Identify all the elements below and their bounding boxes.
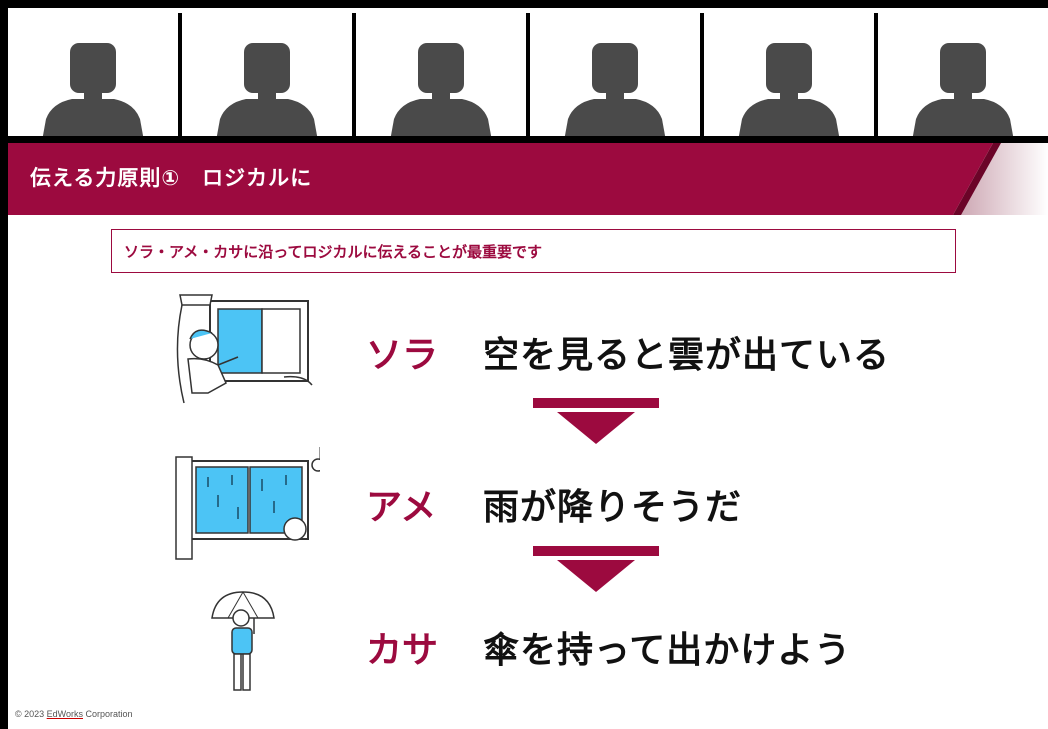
person-silhouette-icon <box>738 43 840 141</box>
copyright-brand: EdWorks <box>46 709 83 719</box>
step-label-ame: アメ <box>366 487 437 528</box>
person-silhouette-icon <box>216 43 318 141</box>
person-silhouette-icon <box>912 43 1014 141</box>
step-text-sora: 空を見ると雲が出ている <box>483 335 891 376</box>
step-label-kasa: カサ <box>366 630 439 671</box>
copyright-footer: © 2023 EdWorks Corporation <box>15 709 133 719</box>
participant-tile[interactable] <box>704 13 874 141</box>
down-arrow-icon <box>533 398 659 444</box>
participant-tile[interactable] <box>530 13 700 141</box>
rainy-window-icon <box>175 447 320 560</box>
step-label-sora: ソラ <box>366 335 439 376</box>
copyright-suffix: Corporation <box>83 709 133 719</box>
person-silhouette-icon <box>564 43 666 141</box>
participant-tile[interactable] <box>182 13 352 141</box>
title-band-shape <box>8 143 1048 215</box>
participant-tile[interactable] <box>356 13 526 141</box>
step-text-kasa: 傘を持って出かけよう <box>483 630 852 671</box>
key-message-text: ソラ・アメ・カサに沿ってロジカルに伝えることが最重要です <box>124 243 543 261</box>
participant-tile[interactable] <box>8 13 178 141</box>
person-at-window-icon <box>176 294 313 404</box>
key-message-box: ソラ・アメ・カサに沿ってロジカルに伝えることが最重要です <box>111 229 956 273</box>
participant-strip-border <box>8 136 1048 143</box>
person-silhouette-icon <box>42 43 144 141</box>
slide-frame: 伝える力原則① ロジカルに ソラ・アメ・カサに沿ってロジカルに伝えることが最重要… <box>8 8 1048 729</box>
slide-title: 伝える力原則① ロジカルに <box>30 166 313 190</box>
step-text-ame: 雨が降りそうだ <box>483 487 743 528</box>
title-band: 伝える力原則① ロジカルに <box>8 143 1048 215</box>
participant-tile[interactable] <box>878 13 1048 141</box>
copyright-prefix: © 2023 <box>15 709 47 719</box>
participant-strip <box>8 13 1048 141</box>
down-arrow-icon <box>533 546 659 592</box>
person-with-umbrella-icon <box>211 591 275 691</box>
person-silhouette-icon <box>390 43 492 141</box>
